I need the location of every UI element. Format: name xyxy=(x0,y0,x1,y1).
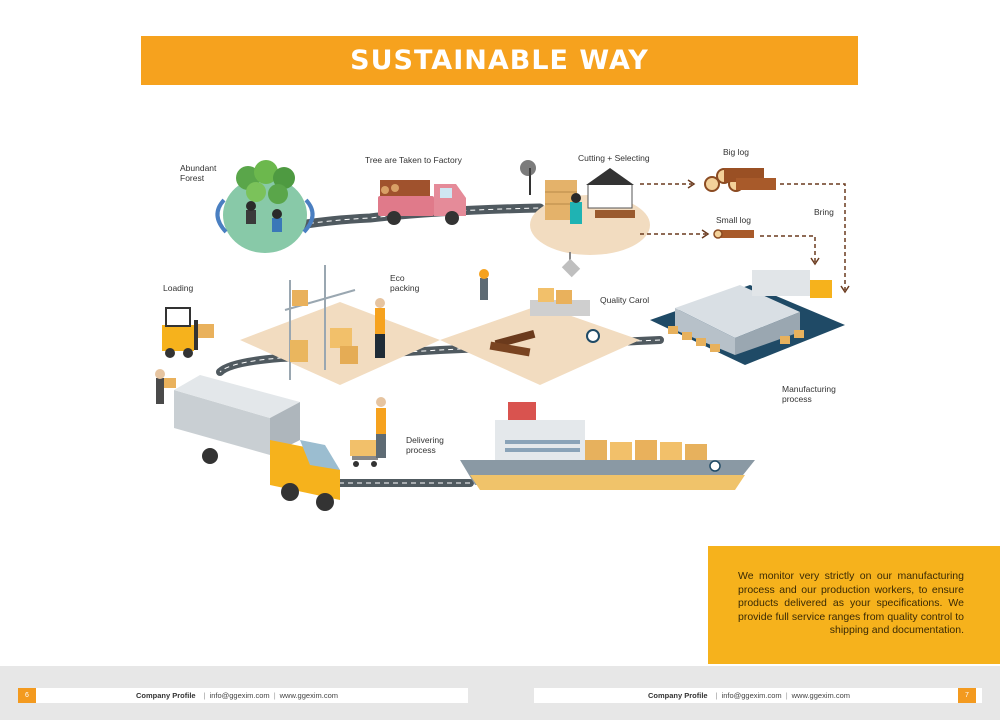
footer-company-left: Company Profile xyxy=(136,691,196,700)
road-top-dash xyxy=(299,207,541,226)
label-big-log: Big log xyxy=(723,147,749,157)
label-small-log: Small log xyxy=(716,215,751,225)
label-delivering: Delivering process xyxy=(406,435,444,455)
footer-website-right[interactable]: www.ggexim.com xyxy=(791,691,850,700)
arrow-bring-small xyxy=(760,235,816,262)
footer-separator: | xyxy=(785,691,788,700)
forklift xyxy=(155,307,214,404)
footer-separator: | xyxy=(715,691,718,700)
label-quality: Quality Carol xyxy=(600,295,650,305)
label-loading: Loading xyxy=(163,283,194,293)
cutting-platform xyxy=(520,160,650,278)
description-text: We monitor very strictly on our manufact… xyxy=(738,570,964,637)
label-bring: Bring xyxy=(814,207,834,217)
label-cutting: Cutting + Selecting xyxy=(578,153,650,163)
label-manufacturing: Manufacturing process xyxy=(782,384,836,404)
footer-website-left[interactable]: www.ggexim.com xyxy=(279,691,338,700)
footer-separator: | xyxy=(273,691,276,700)
big-log-pile xyxy=(704,168,776,192)
label-eco-packing: Eco packing xyxy=(390,273,420,293)
page-title: SUSTAINABLE WAY xyxy=(350,45,649,76)
small-log xyxy=(713,229,754,239)
footer-separator: | xyxy=(203,691,206,700)
cargo-ship xyxy=(460,402,755,490)
description-box: We monitor very strictly on our manufact… xyxy=(708,546,1000,664)
page-number-left: 6 xyxy=(18,688,36,703)
process-diagram: Abundant Forest Tree are Taken to Factor… xyxy=(140,140,860,520)
footer-email-right[interactable]: info@ggexim.com xyxy=(721,691,782,700)
cart-worker xyxy=(350,397,386,467)
label-transport: Tree are Taken to Factory xyxy=(365,155,462,165)
footer: 6 Company Profile | info@ggexim.com | ww… xyxy=(0,666,1000,720)
label-forest: Abundant Forest xyxy=(180,163,217,183)
footer-right: Company Profile | info@ggexim.com | www.… xyxy=(534,688,982,703)
process-illustration xyxy=(155,160,850,511)
footer-company-right: Company Profile xyxy=(648,691,708,700)
delivery-truck xyxy=(174,375,340,511)
factory xyxy=(650,270,845,365)
arrow-bring-big xyxy=(780,183,846,290)
title-banner: SUSTAINABLE WAY xyxy=(141,36,858,85)
quality-platform xyxy=(440,269,640,385)
footer-left: 6 Company Profile | info@ggexim.com | ww… xyxy=(18,688,468,703)
footer-email-left[interactable]: info@ggexim.com xyxy=(209,691,270,700)
page-number-right: 7 xyxy=(958,688,976,703)
log-truck xyxy=(378,180,466,225)
eco-packing-platform xyxy=(240,265,440,385)
forest-scene xyxy=(215,160,315,253)
